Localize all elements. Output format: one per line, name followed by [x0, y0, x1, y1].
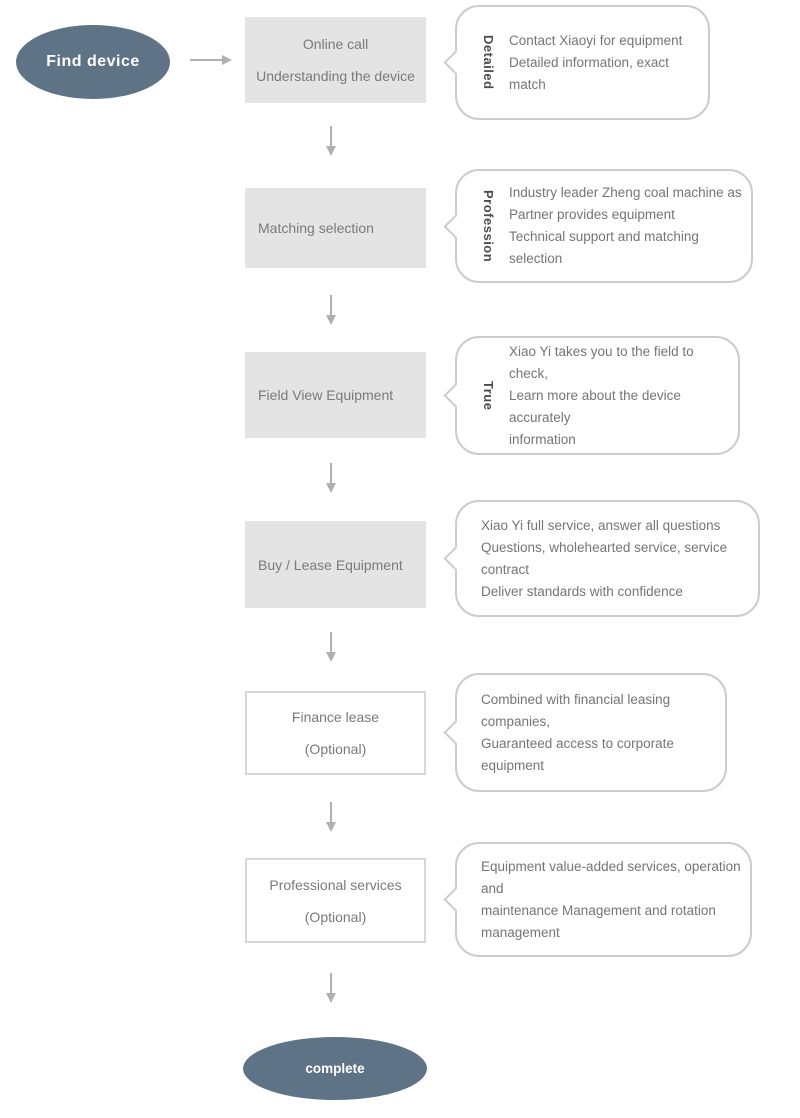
bubble-tail — [443, 50, 468, 75]
note-line: Technical support and matching selection — [509, 229, 699, 266]
note-line: Partner provides equipment — [509, 207, 675, 222]
bubble-tail — [443, 546, 468, 571]
note-tag: Detailed — [481, 35, 496, 90]
note-line: Xiao Yi takes you to the field to check, — [509, 343, 694, 381]
note-text: Equipment value-added services, operatio… — [481, 856, 742, 944]
bubble-tail — [443, 720, 468, 745]
down-arrow-icon — [326, 463, 336, 493]
note-line: Industry leader Zheng coal machine as — [509, 185, 742, 200]
end-ellipse: complete — [243, 1037, 427, 1100]
box-line: (Optional) — [304, 741, 367, 757]
bubble-tail — [443, 213, 468, 239]
step-box-professional-services: Professional services (Optional) — [245, 858, 426, 943]
box-line: Online call — [302, 36, 369, 52]
box-line: Matching selection — [258, 220, 374, 236]
bubble-tail — [443, 887, 468, 912]
box-line: Professional services — [269, 876, 402, 893]
down-arrow-icon — [326, 632, 336, 662]
step-box-finance-lease: Finance lease (Optional) — [245, 691, 426, 775]
note-line: Detailed information, exact match — [509, 54, 669, 92]
step-box-field-view: Field View Equipment — [245, 352, 426, 438]
right-arrow-icon — [190, 55, 232, 65]
note-text: Combined with financial leasing companie… — [481, 689, 717, 777]
down-arrow-icon — [326, 295, 336, 325]
bubble-tail — [443, 383, 468, 408]
note-line: Learn more about the device accurately — [509, 387, 681, 425]
note-bubble-value-added: Equipment value-added services, operatio… — [443, 842, 752, 957]
start-ellipse: Find device — [16, 25, 170, 99]
note-line: management — [481, 924, 560, 940]
note-bubble-true: True Xiao Yi takes you to the field to c… — [443, 336, 740, 455]
down-arrow-icon — [326, 126, 336, 156]
note-line: maintenance Management and rotation — [481, 902, 716, 918]
note-line: Xiao Yi full service, answer all questio… — [481, 517, 721, 533]
note-tag: Profession — [481, 189, 496, 263]
step-box-buy-lease: Buy / Lease Equipment — [245, 521, 426, 608]
note-line: Guaranteed access to corporate equipment — [481, 735, 674, 773]
box-line: Finance lease — [291, 709, 380, 725]
end-label: complete — [305, 1061, 365, 1076]
down-arrow-icon — [326, 973, 336, 1003]
box-line: Understanding the device — [256, 68, 415, 84]
note-text: Xiao Yi full service, answer all questio… — [481, 515, 750, 603]
box-line: Buy / Lease Equipment — [258, 556, 403, 573]
note-tag: True — [481, 380, 496, 411]
step-box-matching-selection: Matching selection — [245, 188, 426, 268]
note-line: Deliver standards with confidence — [481, 583, 683, 599]
note-bubble-full-service: Xiao Yi full service, answer all questio… — [443, 500, 760, 617]
note-line: Equipment value-added services, operatio… — [481, 858, 741, 896]
start-label: Find device — [46, 53, 140, 70]
note-bubble-finance: Combined with financial leasing companie… — [443, 673, 727, 792]
note-bubble-profession: Profession Industry leader Zheng coal ma… — [443, 169, 753, 283]
note-line: Contact Xiaoyi for equipment — [509, 32, 683, 48]
note-line: Combined with financial leasing companie… — [481, 691, 671, 729]
note-line: information — [509, 431, 576, 447]
step-box-online-call: Online call Understanding the device — [245, 17, 426, 103]
note-text: Contact Xiaoyi for equipment Detailed in… — [509, 30, 700, 96]
note-bubble-detailed: Detailed Contact Xiaoyi for equipment De… — [443, 5, 710, 120]
box-line: (Optional) — [304, 908, 367, 925]
note-line: Questions, wholehearted service, service… — [481, 539, 728, 577]
note-text: Xiao Yi takes you to the field to check,… — [509, 341, 730, 451]
note-text: Industry leader Zheng coal machine as Pa… — [509, 182, 743, 270]
down-arrow-icon — [326, 802, 336, 832]
box-line: Field View Equipment — [258, 387, 394, 403]
